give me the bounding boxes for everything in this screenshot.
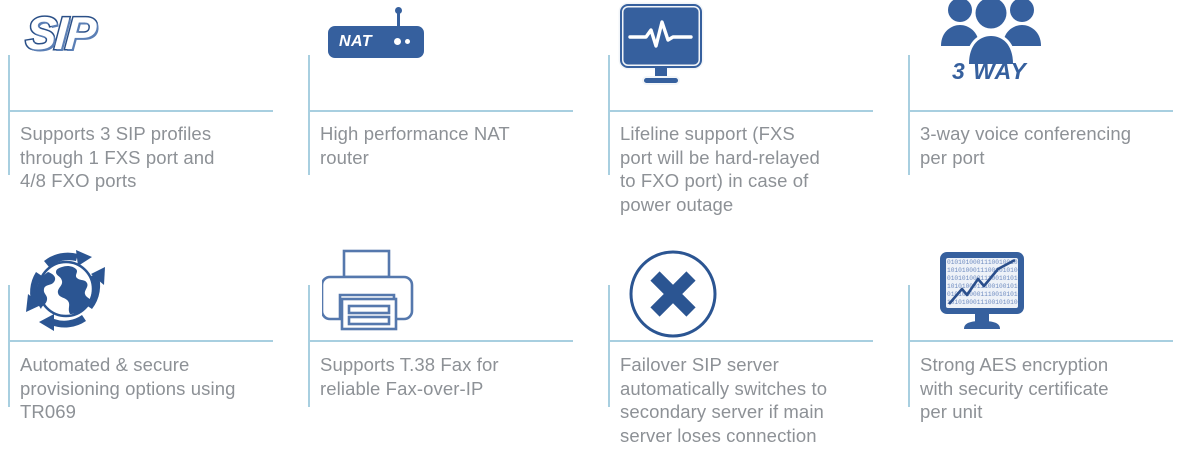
feature-description: Strong AES encryption with security cert… — [920, 354, 1109, 423]
feature-description: High performance NAT router — [320, 123, 510, 168]
icon-slot — [628, 249, 878, 349]
horizontal-rule — [608, 340, 873, 342]
feature-card-t38-fax: Supports T.38 Fax for reliable Fax-over-… — [300, 235, 600, 469]
horizontal-rule — [8, 110, 273, 112]
svg-text:0101010001110010010101001: 0101010001110010010101001 — [947, 259, 1032, 266]
feature-card-three-way-conferencing: 3 WAY 3-way voice conferencing per port — [900, 0, 1200, 235]
feature-card-aes-encryption: 0101010001110010010101001 10101000111001… — [900, 235, 1200, 469]
monitor-binary-chart-icon: 0101010001110010010101001 10101000111001… — [940, 252, 1032, 329]
feature-card-automated-provisioning: Automated & secure provisioning options … — [0, 235, 300, 469]
vertical-rule — [908, 285, 910, 407]
icon-slot — [322, 247, 572, 347]
horizontal-rule — [908, 110, 1173, 112]
circle-x-icon — [629, 250, 717, 338]
vertical-rule — [608, 55, 610, 175]
three-people-icon — [941, 0, 1041, 64]
svg-text:1010100011100100101010010: 1010100011100100101010010 — [947, 283, 1032, 290]
horizontal-rule — [608, 110, 873, 112]
three-way-label: 3 WAY — [952, 58, 1027, 84]
printer-fax-icon — [322, 249, 414, 331]
horizontal-rule — [308, 110, 573, 112]
feature-description: Failover SIP server automatically switch… — [620, 354, 828, 447]
icon-slot: 0101010001110010010101001 10101000111001… — [936, 249, 1186, 349]
feature-card-nat-router: NAT High performance NAT router — [300, 0, 600, 235]
feature-description: Supports 3 SIP profiles through 1 FXS po… — [20, 123, 215, 192]
feature-card-sip-profiles: SIP Supports 3 SIP profiles through 1 FX… — [0, 0, 300, 235]
vertical-rule — [308, 285, 310, 407]
router-body: NAT — [328, 26, 424, 58]
monitor-pulse-icon — [618, 2, 704, 85]
feature-card-lifeline-support: Lifeline support (FXS port will be hard-… — [600, 0, 900, 235]
svg-text:0101010001110010101001011: 0101010001110010101001011 — [947, 291, 1032, 298]
vertical-rule — [8, 285, 10, 407]
icon-slot — [618, 2, 868, 102]
icon-slot: SIP — [18, 2, 268, 102]
svg-text:1010100011100101010010101: 1010100011100101010010101 — [947, 299, 1032, 306]
vertical-rule — [308, 55, 310, 175]
antenna-icon — [395, 7, 402, 27]
horizontal-rule — [908, 340, 1173, 342]
vertical-rule — [608, 285, 610, 407]
svg-text:0101010001110010101001010: 0101010001110010101001010 — [947, 275, 1032, 282]
feature-card-failover-sip-server: Failover SIP server automatically switch… — [600, 235, 900, 469]
vertical-rule — [8, 55, 10, 175]
svg-text:1010100011100101010010101: 1010100011100101010010101 — [947, 267, 1032, 274]
feature-description: 3-way voice conferencing per port — [920, 123, 1132, 168]
nat-label: NAT — [339, 33, 373, 50]
icon-slot: 3 WAY — [936, 0, 1186, 94]
horizontal-rule — [8, 340, 273, 342]
feature-description: Automated & secure provisioning options … — [20, 354, 236, 423]
icon-slot — [14, 241, 264, 341]
nat-router-icon: NAT — [328, 7, 424, 58]
feature-description: Lifeline support (FXS port will be hard-… — [620, 123, 820, 216]
globe-refresh-icon — [26, 250, 105, 331]
sip-logo-icon: SIP — [23, 6, 98, 61]
icon-slot: NAT — [318, 2, 568, 102]
led-dots-icon — [394, 38, 410, 45]
horizontal-rule — [308, 340, 573, 342]
feature-description: Supports T.38 Fax for reliable Fax-over-… — [320, 354, 499, 399]
vertical-rule — [908, 55, 910, 175]
